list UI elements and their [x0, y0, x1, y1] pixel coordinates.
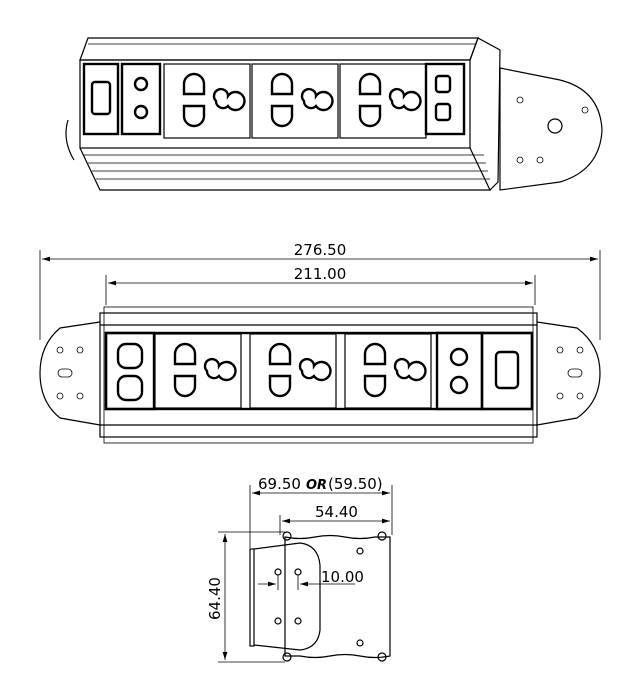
side-bracket	[253, 542, 321, 651]
dim-or: OR	[306, 478, 327, 493]
isometric-view	[65, 37, 603, 191]
dim-bracket-depth: 54.40	[315, 503, 358, 521]
dim-overall-length: 276.50	[294, 241, 347, 259]
iso-mounting-bracket	[499, 67, 603, 191]
front-view: 276.50 211.00	[39, 241, 601, 444]
left-bracket	[39, 321, 101, 426]
dim-depth-a: 69.50	[258, 475, 301, 493]
dim-hole-spacing: 10.00	[321, 568, 364, 586]
dim-depth-b: (59.50)	[328, 475, 383, 493]
iso-modules	[82, 62, 466, 136]
right-bracket	[536, 321, 601, 426]
side-view: 69.50 OR (59.50) 54.40 64.40 10.00	[206, 475, 393, 663]
side-plate	[284, 534, 391, 659]
dim-height: 64.40	[206, 577, 224, 620]
dim-body-length: 211.00	[294, 265, 347, 283]
